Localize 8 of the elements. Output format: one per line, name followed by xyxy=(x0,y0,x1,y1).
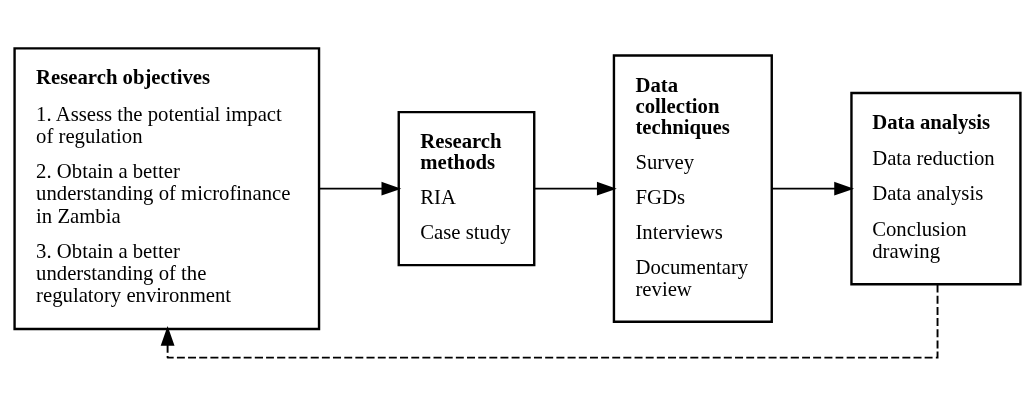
arrow xyxy=(533,181,617,196)
arrow xyxy=(160,283,939,359)
node-box: Research methods RIA Case study xyxy=(397,110,536,267)
node-box: Data collection techniques Survey FGDs Interviews Documentary review xyxy=(612,54,773,323)
node-box: Research objectives 1. Assess the potential impact of regulation 2. Obtain a better understanding of microfinance in Zambia 3. Obtain a better understanding of the regulatory environment xyxy=(13,47,321,331)
arrow xyxy=(318,181,402,196)
node-box: Data analysis Data reduction Data analysis Conclusion drawing xyxy=(850,91,1022,286)
arrow xyxy=(770,181,854,196)
